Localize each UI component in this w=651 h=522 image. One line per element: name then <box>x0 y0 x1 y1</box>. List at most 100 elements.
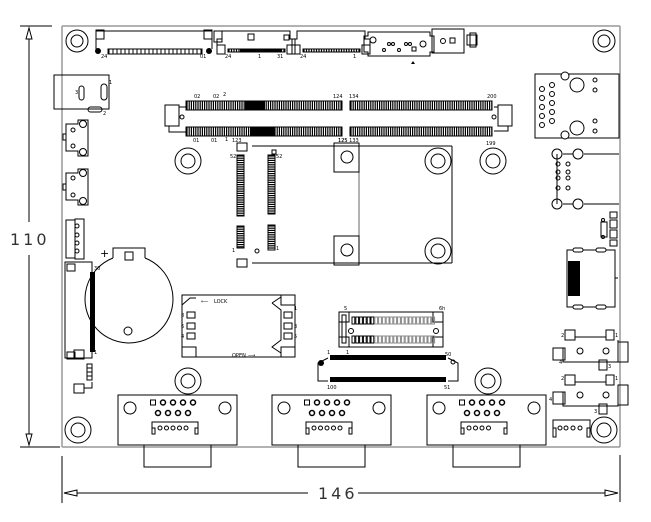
pin <box>318 425 323 431</box>
header-4pin-left <box>65 218 85 260</box>
pin <box>311 425 317 431</box>
fpc-connector-top-mid: 24 1 31 <box>213 30 296 60</box>
pin-label: 1 <box>294 306 297 312</box>
pin <box>170 425 176 431</box>
pin-label: 123 <box>232 138 242 144</box>
db9-serial-connector <box>271 394 392 468</box>
pin-label: 200 <box>487 94 497 100</box>
pin <box>397 316 401 325</box>
pin-label: 2 <box>561 333 564 339</box>
pin <box>174 409 182 417</box>
pin-label: 50 <box>445 352 451 358</box>
header-small-right <box>600 211 618 247</box>
pin <box>408 335 413 344</box>
pin <box>539 95 545 101</box>
battery-polarity-label: + <box>100 247 109 260</box>
pin <box>565 175 571 181</box>
dc-power-jack-left: 3 1 2 <box>53 74 112 117</box>
pin <box>366 316 371 325</box>
pin <box>385 316 390 325</box>
pin-label: 3 <box>75 90 78 96</box>
pin <box>324 425 330 431</box>
pin <box>343 399 351 406</box>
pin <box>374 316 379 325</box>
pin <box>431 316 436 325</box>
arrow-up-icon <box>25 26 33 40</box>
mounting-hole <box>424 237 452 265</box>
pin <box>351 316 356 325</box>
pin-label: 4 <box>181 334 184 340</box>
pin <box>400 316 405 325</box>
pin-label: 1 <box>258 54 261 60</box>
pin <box>423 316 428 325</box>
pin-label: 02 <box>213 94 219 100</box>
db9-serial-connector <box>426 394 547 468</box>
pin-label: 1 <box>327 350 330 356</box>
sim-lock-label: LOCK <box>214 299 228 305</box>
pin <box>549 100 555 106</box>
pin-label: 5 <box>344 306 347 312</box>
pin-column <box>267 154 276 215</box>
pin-label: 1 <box>94 350 97 356</box>
pin-label: 2 <box>561 376 564 382</box>
header-latch <box>460 427 465 435</box>
sim-open-label: OPEN <box>232 353 246 359</box>
pin <box>463 409 471 417</box>
pin-column <box>267 224 276 251</box>
pin <box>378 316 382 325</box>
pin <box>498 399 506 406</box>
screw-hole <box>123 401 137 415</box>
pin <box>337 425 343 431</box>
mounting-holes <box>64 29 618 444</box>
header-latch <box>348 427 353 435</box>
pin-label: 100 <box>327 385 337 391</box>
board-connector-lower: 1 1 50 100 51 <box>317 350 459 391</box>
audio-jack-1: 2 1 4 3 <box>552 329 629 371</box>
screw-hole <box>372 401 386 415</box>
pin <box>313 399 321 406</box>
usb-small-bottom-left <box>73 363 93 394</box>
pin <box>393 316 398 325</box>
pin-label: 8 <box>181 313 184 319</box>
pin <box>408 316 413 325</box>
screw-hole <box>277 401 291 415</box>
pin <box>397 335 401 344</box>
pin <box>378 335 382 344</box>
pin-label: 4 <box>559 360 562 366</box>
header-latch <box>194 427 199 435</box>
pin <box>427 335 432 344</box>
mounting-hole <box>590 416 618 444</box>
pin-label: 134 <box>349 94 359 100</box>
pin-label: 02 <box>194 94 200 100</box>
rj45-connector <box>534 71 620 140</box>
pin <box>486 425 491 431</box>
pin <box>308 409 316 417</box>
pin-label: 24 <box>300 54 306 60</box>
pin <box>416 335 420 344</box>
pin-label: 1 <box>109 80 112 86</box>
mounting-hole <box>65 29 89 53</box>
pin-label: 1 <box>615 333 618 339</box>
pin-label: 1 <box>353 54 356 60</box>
pin <box>466 425 472 431</box>
usb-connector-left-1 <box>62 119 89 157</box>
mounting-hole <box>424 147 452 175</box>
pin-label: 01 <box>211 138 217 144</box>
pin <box>565 169 571 175</box>
mounting-hole <box>474 367 502 395</box>
pin <box>539 113 545 119</box>
fpc-connector-top-right: 24 1 <box>291 30 371 60</box>
pin <box>359 335 363 344</box>
pin <box>362 316 367 325</box>
mounting-hole <box>174 147 202 175</box>
pin <box>355 335 360 344</box>
pin <box>159 399 167 406</box>
pin <box>539 122 545 128</box>
pin-label: 24 <box>225 54 231 60</box>
db9-serial-connector <box>117 394 238 468</box>
connector-shell <box>143 444 212 468</box>
pin <box>473 425 478 431</box>
pin <box>323 399 331 406</box>
mounting-hole <box>479 147 507 175</box>
pin <box>468 399 476 406</box>
